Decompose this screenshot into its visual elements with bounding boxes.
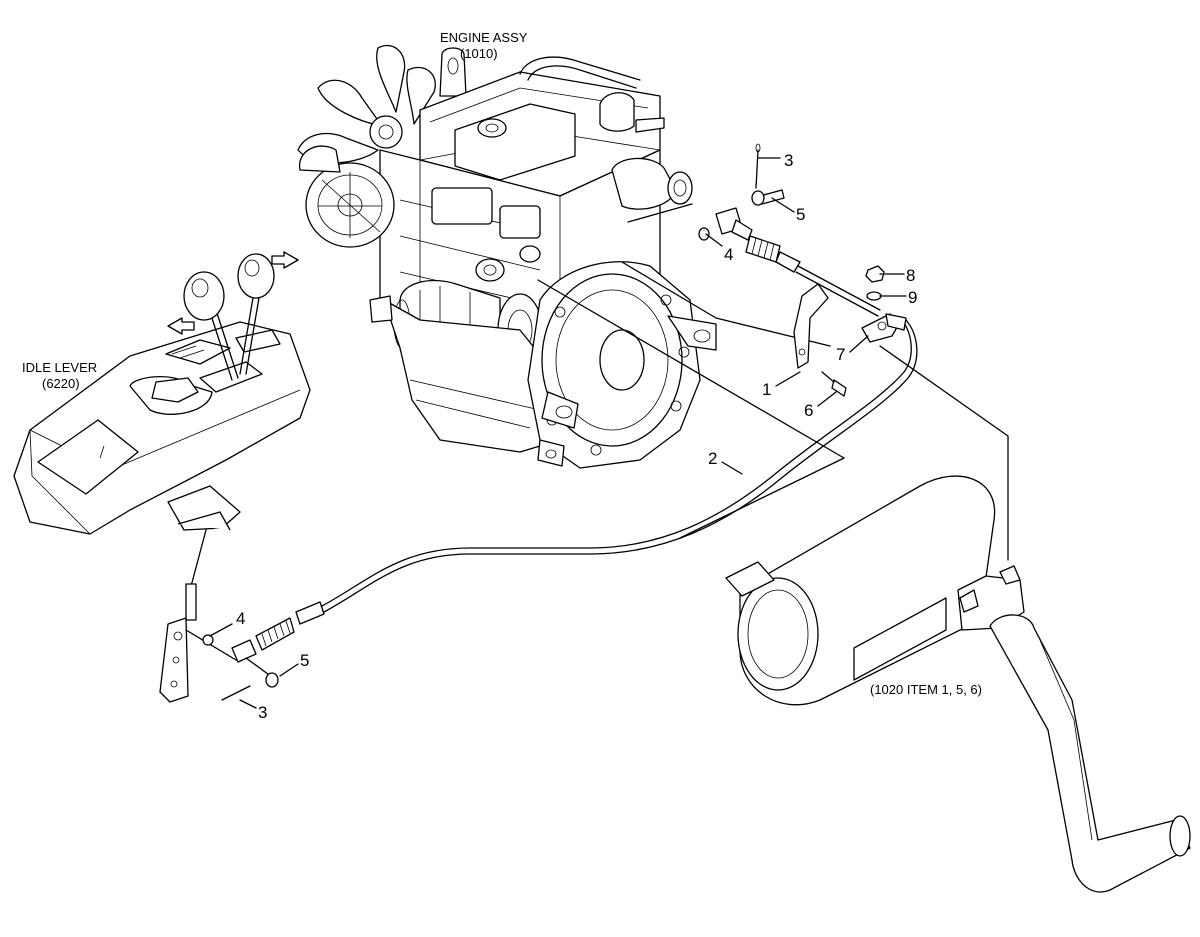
callout-5-top: 5 <box>796 205 805 224</box>
muffler-ref-label: (1020 ITEM 1, 5, 6) <box>870 682 982 697</box>
lower-lever-hardware <box>159 529 325 709</box>
callout-5-bottom: 5 <box>300 651 309 670</box>
callout-2: 2 <box>708 449 717 468</box>
callout-4-bottom: 4 <box>236 609 245 628</box>
idle-lever-label: IDLE LEVER <box>22 360 97 375</box>
callout-6: 6 <box>804 401 813 420</box>
upper-cable-hardware <box>698 143 907 397</box>
muffler-assembly <box>725 475 1191 893</box>
idle-lever-code: (6220) <box>42 376 80 391</box>
engine-assy-label: ENGINE ASSY <box>440 30 528 45</box>
callout-1: 1 <box>762 380 771 399</box>
callout-8: 8 <box>906 266 915 285</box>
alternator <box>299 145 395 248</box>
callout-7: 7 <box>836 345 845 364</box>
flywheel-housing <box>527 261 717 469</box>
engine-assembly <box>297 44 717 469</box>
engine-assy-code: (1010) <box>460 46 498 61</box>
throttle-cable <box>321 317 912 607</box>
engine-fan <box>297 44 436 164</box>
callout-9: 9 <box>908 288 917 307</box>
idle-lever-console <box>13 251 311 535</box>
callout-3-bottom: 3 <box>258 703 267 722</box>
callout-3-top: 3 <box>784 151 793 170</box>
callout-4-top: 4 <box>724 245 733 264</box>
